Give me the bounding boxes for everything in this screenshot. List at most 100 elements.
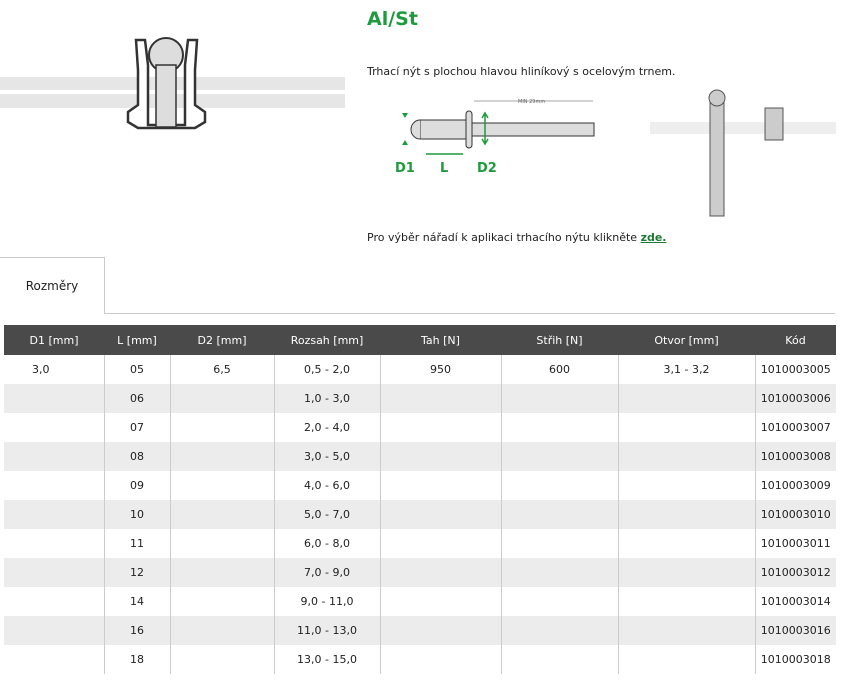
table-cell [379, 471, 501, 500]
svg-text:D1: D1 [395, 161, 415, 176]
table-cell: 9,0 - 11,0 [273, 587, 380, 616]
table-cell: 06 [103, 384, 170, 413]
table-cell: 5,0 - 7,0 [273, 500, 380, 529]
table-cell [500, 587, 618, 616]
table-cell [4, 471, 104, 500]
table-cell [169, 616, 274, 645]
column-header: D1 [mm] [4, 325, 104, 355]
table-cell [379, 384, 501, 413]
table-cell [4, 587, 104, 616]
product-description: Trhací nýt s plochou hlavou hliníkový s … [367, 65, 676, 78]
table-cell [169, 645, 274, 674]
table-cell: 16 [103, 616, 170, 645]
svg-text:D2: D2 [477, 161, 497, 176]
table-cell: 11 [103, 529, 170, 558]
table-cell [617, 442, 755, 471]
table-cell [617, 500, 755, 529]
table-cell [169, 442, 274, 471]
table-cell [4, 616, 104, 645]
table-cell: 1010003010 [754, 500, 836, 529]
table-cell: 1,0 - 3,0 [273, 384, 380, 413]
table-cell: 1010003008 [754, 442, 836, 471]
table-cell [617, 471, 755, 500]
column-header: D2 [mm] [170, 325, 274, 355]
table-cell: 1010003014 [754, 587, 836, 616]
tab-divider [105, 313, 835, 314]
table-header: D1 [mm]L [mm]D2 [mm]Rozsah [mm]Tah [N]St… [4, 325, 836, 355]
table-cell [169, 384, 274, 413]
table-cell: 14 [103, 587, 170, 616]
rivet-installation-image [650, 89, 836, 217]
table-cell [4, 645, 104, 674]
rivet-cross-section-image [0, 37, 345, 130]
table-cell [500, 558, 618, 587]
table-cell [500, 616, 618, 645]
dimensions-table: D1 [mm]L [mm]D2 [mm]Rozsah [mm]Tah [N]St… [4, 325, 836, 674]
table-cell [617, 645, 755, 674]
column-header: Střih [N] [501, 325, 618, 355]
table-cell [500, 645, 618, 674]
table-cell [617, 384, 755, 413]
table-cell: 2,0 - 4,0 [273, 413, 380, 442]
table-cell [4, 413, 104, 442]
table-cell [169, 413, 274, 442]
table-cell [500, 413, 618, 442]
column-header: Otvor [mm] [618, 325, 755, 355]
table-cell: 3,1 - 3,2 [617, 355, 755, 384]
table-cell [617, 616, 755, 645]
table-cell: 18 [103, 645, 170, 674]
table-cell: 11,0 - 13,0 [273, 616, 380, 645]
table-cell: 1010003007 [754, 413, 836, 442]
table-cell [617, 529, 755, 558]
table-cell: 1010003016 [754, 616, 836, 645]
tool-link[interactable]: zde. [640, 231, 667, 244]
table-row: 06 1,0 - 3,0 1010003006 [4, 384, 836, 413]
table-cell: 13,0 - 15,0 [273, 645, 380, 674]
table-cell: 4,0 - 6,0 [273, 471, 380, 500]
tab-rozmery[interactable]: Rozměry [0, 257, 105, 314]
page-title: Al/St [367, 8, 418, 30]
table-cell: 7,0 - 9,0 [273, 558, 380, 587]
table-cell: 08 [103, 442, 170, 471]
table-cell [379, 529, 501, 558]
table-cell [379, 587, 501, 616]
table-row: 16 11,0 - 13,0 1010003016 [4, 616, 836, 645]
table-cell: 05 [103, 355, 170, 384]
table-cell: 07 [103, 413, 170, 442]
table-cell [379, 616, 501, 645]
table-cell [500, 471, 618, 500]
table-cell: 950 [379, 355, 501, 384]
table-cell: 1010003005 [754, 355, 836, 384]
table-row: 18 13,0 - 15,0 1010003018 [4, 645, 836, 674]
table-cell [379, 558, 501, 587]
table-cell [500, 529, 618, 558]
column-header: Kód [755, 325, 836, 355]
table-cell [169, 500, 274, 529]
column-header: Tah [N] [380, 325, 501, 355]
rivet-dimension-diagram: MIN 29mm D1 L D2 [395, 99, 595, 176]
table-cell: 1010003006 [754, 384, 836, 413]
table-cell [379, 413, 501, 442]
table-row: 07 2,0 - 4,0 1010003007 [4, 413, 836, 442]
table-cell [500, 384, 618, 413]
table-cell [617, 413, 755, 442]
table-cell: 0,5 - 2,0 [273, 355, 380, 384]
table-cell [617, 587, 755, 616]
table-cell: 1010003012 [754, 558, 836, 587]
table-cell [169, 587, 274, 616]
table-row: 14 9,0 - 11,0 1010003014 [4, 587, 836, 616]
table-cell: 09 [103, 471, 170, 500]
table-cell [500, 500, 618, 529]
table-cell: 6,0 - 8,0 [273, 529, 380, 558]
table-cell: 1010003011 [754, 529, 836, 558]
table-row: 11 6,0 - 8,0 1010003011 [4, 529, 836, 558]
table-cell: 1010003018 [754, 645, 836, 674]
table-cell [169, 529, 274, 558]
table-cell [169, 558, 274, 587]
svg-text:L: L [440, 161, 448, 176]
